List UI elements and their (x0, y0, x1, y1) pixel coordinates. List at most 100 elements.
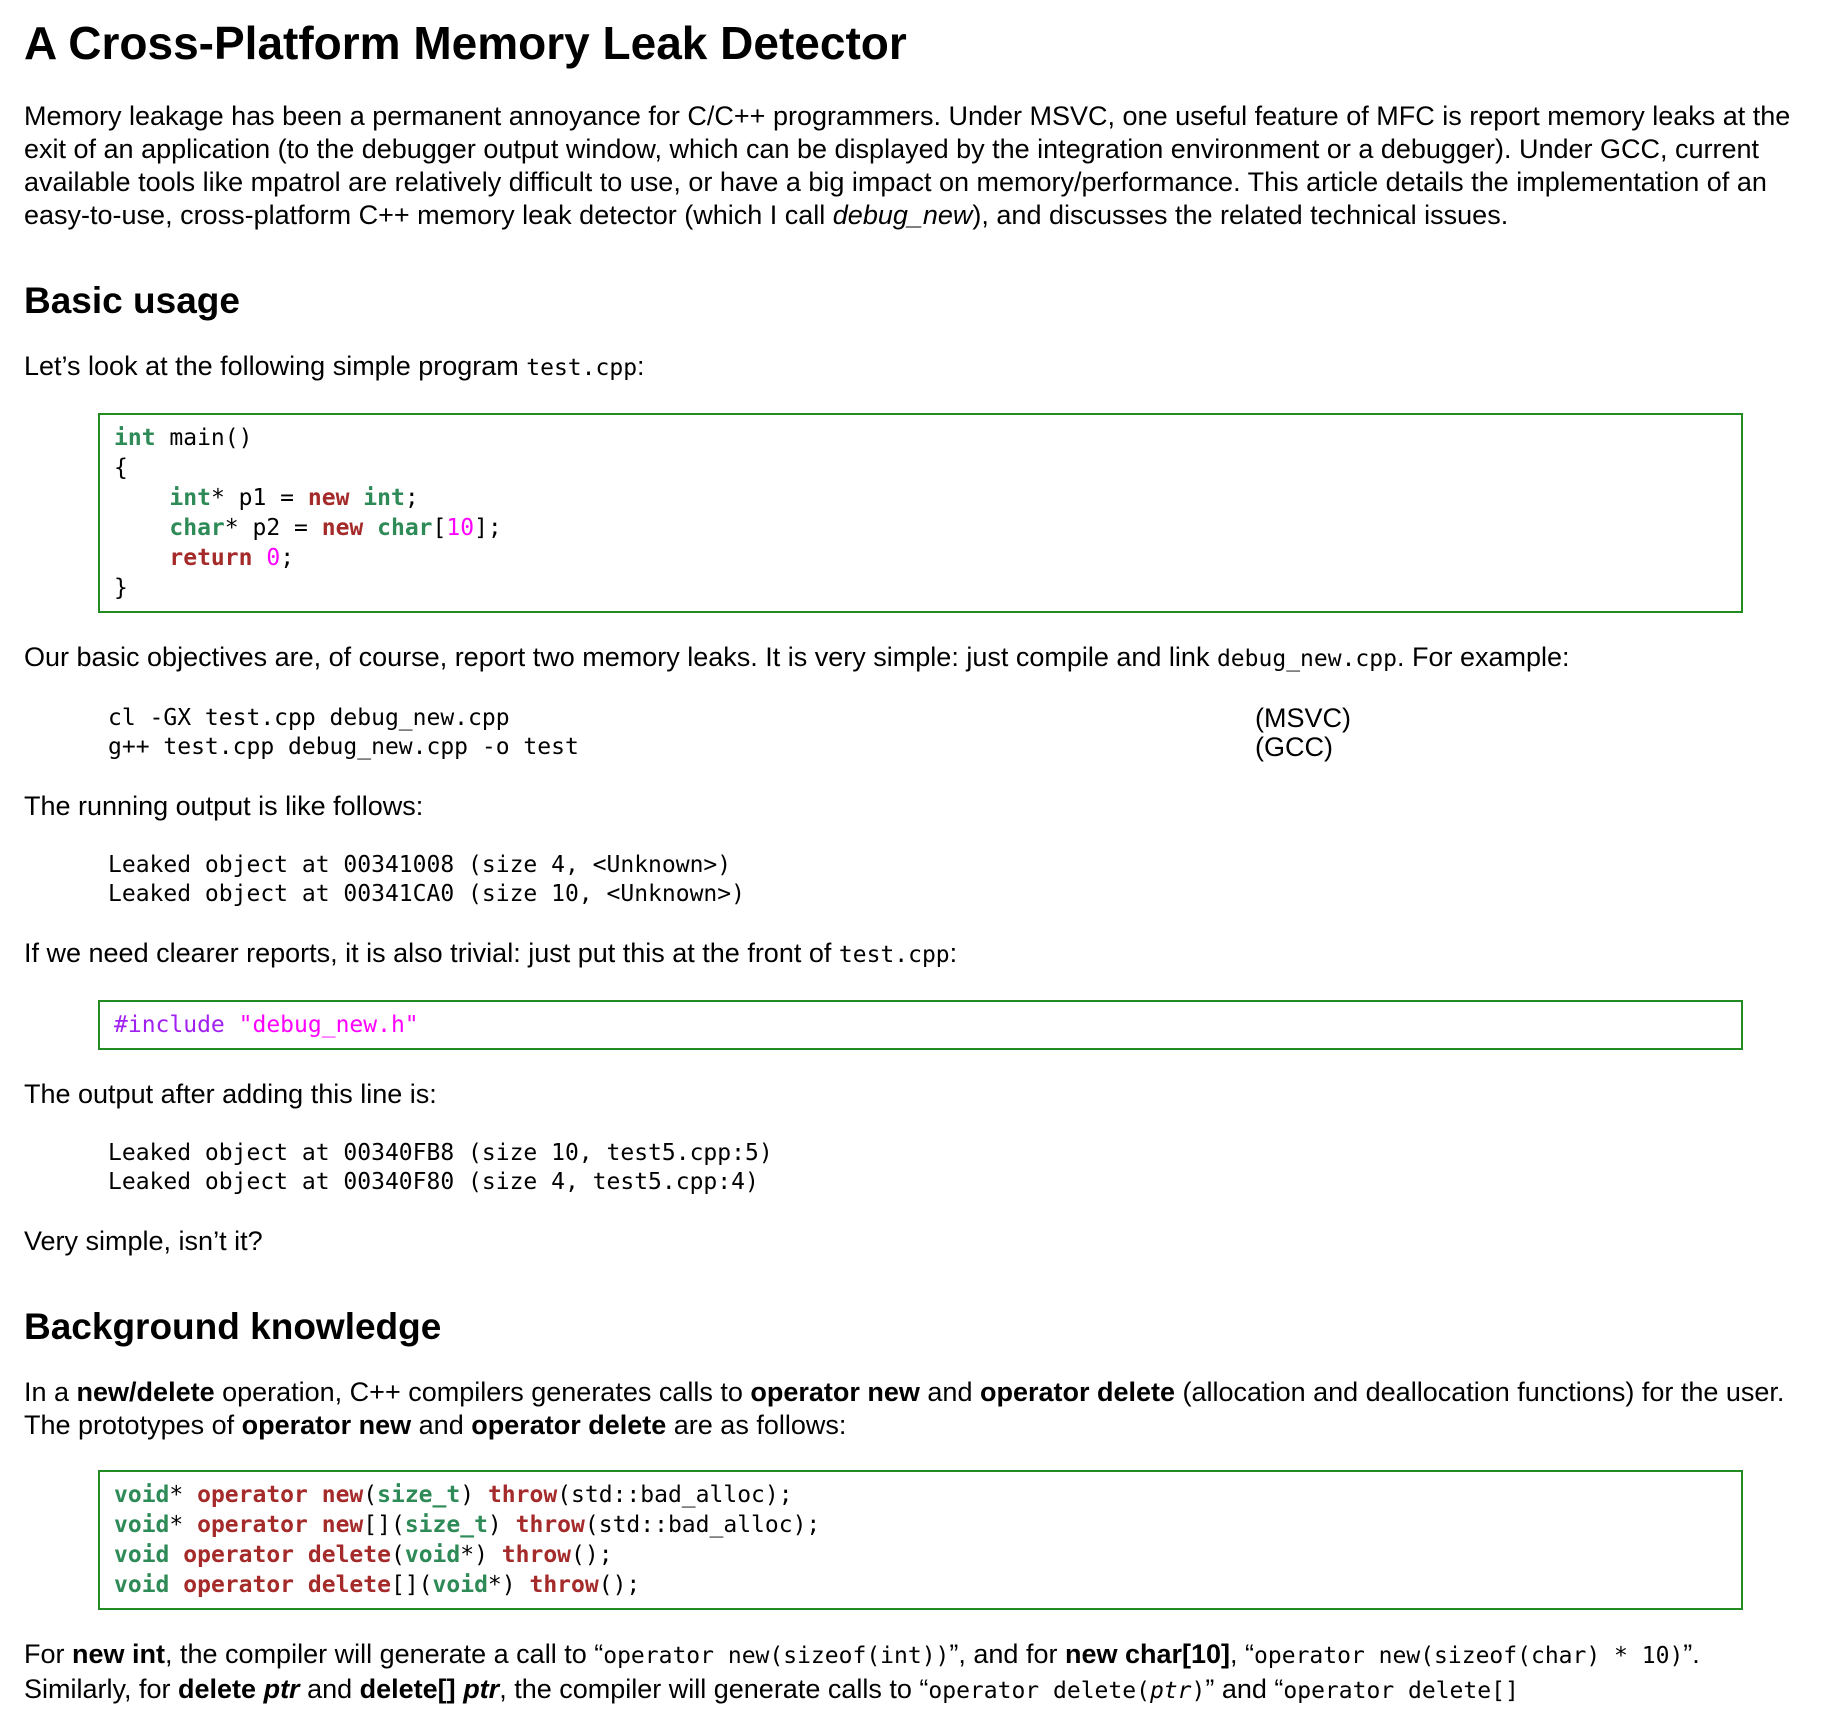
code-block-include: #include "debug_new.h" (98, 1000, 1743, 1050)
text-run: ptr (463, 1674, 499, 1704)
code-token: []( (391, 1572, 433, 1598)
text-run: operator delete( (928, 1678, 1150, 1704)
output-line: Leaked object at 00340F80 (size 4, test5… (108, 1168, 1810, 1197)
code-token: * p2 = (225, 515, 322, 541)
text-run: ) (1191, 1678, 1205, 1704)
page-title: A Cross-Platform Memory Leak Detector (24, 16, 1810, 70)
code-token: ) (460, 1482, 488, 1508)
output-line: Leaked object at 00341008 (size 4, <Unkn… (108, 851, 1810, 880)
text-run: operator new(sizeof(char) * 10) (1254, 1643, 1683, 1669)
code-token: * p1 = (211, 485, 308, 511)
code-line: void operator delete(void*) throw(); (114, 1540, 1727, 1570)
code-token (114, 515, 169, 541)
code-token: char (377, 515, 432, 541)
text-run: Our basic objectives are, of course, rep… (24, 642, 1217, 672)
text-run: debug_new (833, 200, 973, 230)
code-token: ]; (474, 515, 502, 541)
code-token: (); (571, 1542, 613, 1568)
code-token (349, 485, 363, 511)
code-token (363, 515, 377, 541)
code-token: 10 (446, 515, 474, 541)
code-token (114, 545, 169, 571)
text-run: test.cpp (526, 355, 637, 381)
paragraph-very-simple: Very simple, isn’t it? (24, 1225, 1810, 1258)
command-text: cl -GX test.cpp debug_new.cpp (108, 705, 510, 731)
paragraph-output-after: The output after adding this line is: (24, 1078, 1810, 1111)
code-line: #include "debug_new.h" (114, 1010, 1727, 1040)
code-token: void (433, 1572, 488, 1598)
code-token: throw (516, 1512, 585, 1538)
code-token: 0 (266, 545, 280, 571)
command-line: g++ test.cpp debug_new.cpp -o test(GCC) (108, 733, 1810, 762)
code-token: { (114, 455, 128, 481)
command-text: g++ test.cpp debug_new.cpp -o test (108, 734, 579, 760)
code-token: delete (308, 1572, 391, 1598)
code-line: int main() (114, 423, 1727, 453)
text-run: , “ (1230, 1639, 1254, 1669)
code-token (225, 1012, 239, 1038)
code-line: void* operator new(size_t) throw(std::ba… (114, 1480, 1727, 1510)
text-run: ” and “ (1205, 1674, 1283, 1704)
text-run: and (411, 1410, 471, 1440)
code-token (294, 1542, 308, 1568)
code-token (169, 1542, 183, 1568)
paragraph-running-output: The running output is like follows: (24, 790, 1810, 823)
code-token: void (114, 1572, 169, 1598)
section-heading-basic-usage: Basic usage (24, 280, 1810, 322)
code-token: return (169, 545, 252, 571)
code-token: throw (488, 1482, 557, 1508)
code-token: ) (488, 1512, 516, 1538)
code-token: delete (308, 1542, 391, 1568)
command-line: cl -GX test.cpp debug_new.cpp (MSVC) (108, 704, 1810, 733)
output-line: Leaked object at 00341CA0 (size 10, <Unk… (108, 880, 1810, 909)
code-token: int (363, 485, 405, 511)
code-token (308, 1512, 322, 1538)
text-run: In a (24, 1377, 77, 1407)
intro-paragraph: Memory leakage has been a permanent anno… (24, 100, 1810, 232)
paragraph-lets-look: Let’s look at the following simple progr… (24, 350, 1810, 385)
code-token: []( (363, 1512, 405, 1538)
code-token: [ (433, 515, 447, 541)
text-run: , the compiler will generate a call to “ (165, 1639, 603, 1669)
code-token: void (114, 1482, 169, 1508)
text-run: operator delete (471, 1410, 666, 1440)
text-run: operator new (750, 1377, 920, 1407)
text-run: operator delete[] (1283, 1678, 1518, 1704)
text-run (256, 1674, 264, 1704)
code-token: operator (183, 1542, 294, 1568)
text-run: operator new(sizeof(int)) (603, 1643, 949, 1669)
text-run: operation, C++ compilers generates calls… (215, 1377, 751, 1407)
code-token: (std::bad_alloc); (585, 1512, 820, 1538)
code-token: char (169, 515, 224, 541)
text-run: ), and discusses the related technical i… (972, 200, 1508, 230)
code-line: void* operator new[](size_t) throw(std::… (114, 1510, 1727, 1540)
code-token: throw (502, 1542, 571, 1568)
code-token (169, 1572, 183, 1598)
text-run: ptr (1150, 1678, 1192, 1704)
code-line: int* p1 = new int; (114, 483, 1727, 513)
text-run: test.cpp (839, 942, 950, 968)
code-token: new (322, 1482, 364, 1508)
code-token: (); (599, 1572, 641, 1598)
command-annotation: (MSVC) (1255, 704, 1351, 733)
code-token: operator (197, 1512, 308, 1538)
code-token (294, 1572, 308, 1598)
text-run: : (637, 351, 645, 381)
code-token: void (405, 1542, 460, 1568)
code-line: return 0; (114, 543, 1727, 573)
code-token: (std::bad_alloc); (557, 1482, 792, 1508)
code-line: void operator delete[](void*) throw(); (114, 1570, 1727, 1600)
text-run: delete (178, 1674, 256, 1704)
text-run: , the compiler will generate calls to “ (499, 1674, 928, 1704)
code-token: ( (363, 1482, 377, 1508)
text-run: operator delete (980, 1377, 1175, 1407)
code-token: int (114, 425, 156, 451)
text-run: and (920, 1377, 980, 1407)
code-token: } (114, 575, 128, 601)
text-run: and (300, 1674, 360, 1704)
code-token: operator (183, 1572, 294, 1598)
text-run: debug_new.cpp (1217, 646, 1397, 672)
output-block-unknown: Leaked object at 00341008 (size 4, <Unkn… (24, 851, 1810, 909)
code-token: new (308, 485, 350, 511)
paragraph-clearer-reports: If we need clearer reports, it is also t… (24, 937, 1810, 972)
